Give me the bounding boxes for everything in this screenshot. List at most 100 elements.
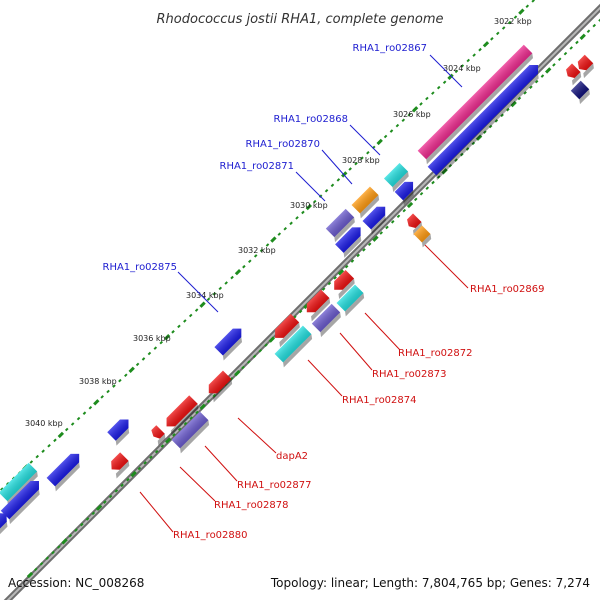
gene-ro02875[interactable] bbox=[212, 324, 248, 361]
tick-mark bbox=[575, 40, 579, 45]
gene-ro02868-cds[interactable] bbox=[393, 178, 421, 206]
tick-mark bbox=[199, 301, 206, 308]
tick-mark bbox=[472, 53, 476, 57]
gene-right-3[interactable] bbox=[569, 80, 592, 105]
gene-ro02868[interactable] bbox=[382, 162, 411, 192]
gene-label-ro02872[interactable]: RHA1_ro02872 bbox=[398, 348, 473, 359]
gene-label-ro02874[interactable]: RHA1_ro02874 bbox=[342, 395, 417, 406]
gene-ro02870-cds[interactable] bbox=[360, 203, 392, 235]
gene-ro02874[interactable] bbox=[269, 313, 302, 348]
gene-right-2[interactable] bbox=[573, 54, 596, 79]
gene-label-ro02877[interactable]: RHA1_ro02877 bbox=[237, 480, 312, 491]
tick-mark bbox=[61, 538, 68, 545]
gene-ro02878[interactable] bbox=[169, 411, 211, 454]
gene-ro02872-cds[interactable] bbox=[334, 284, 366, 317]
gene-ro02871[interactable] bbox=[324, 208, 357, 243]
gene-label-ro02868[interactable]: RHA1_ro02868 bbox=[274, 114, 349, 125]
gene-label-ro02870[interactable]: RHA1_ro02870 bbox=[246, 139, 321, 150]
gene-dapa2[interactable] bbox=[202, 370, 234, 403]
tick-mark bbox=[436, 85, 441, 90]
tick-mark bbox=[163, 334, 171, 341]
tick-mark bbox=[407, 113, 411, 117]
gene-left-5[interactable] bbox=[0, 509, 13, 536]
tick-mark bbox=[53, 438, 57, 443]
gene-ro02867[interactable] bbox=[416, 44, 536, 165]
tick-mark bbox=[259, 248, 264, 253]
tick-mark bbox=[321, 287, 326, 291]
tick-mark bbox=[437, 175, 441, 179]
tick-label-3040: 3040 kbp bbox=[25, 419, 63, 428]
tick-mark bbox=[466, 58, 471, 63]
tick-label-3038: 3038 kbp bbox=[79, 377, 117, 386]
tick-mark bbox=[0, 487, 4, 491]
tick-mark bbox=[212, 393, 217, 398]
tick-mark bbox=[344, 264, 349, 269]
tick-mark bbox=[552, 63, 556, 67]
tick-mark bbox=[540, 74, 545, 78]
tick-mark bbox=[230, 275, 234, 280]
gene-ro02877-small[interactable] bbox=[147, 425, 168, 446]
tick-mark bbox=[160, 444, 165, 448]
tick-mark bbox=[401, 118, 406, 122]
gene-ro02867-cds[interactable] bbox=[426, 61, 546, 181]
gene-ro02871-cds[interactable] bbox=[333, 223, 368, 258]
tick-mark bbox=[76, 416, 81, 421]
gene-left-1[interactable] bbox=[105, 415, 135, 446]
gene-ro02873-cds[interactable] bbox=[310, 303, 343, 338]
gene-ro02869[interactable] bbox=[402, 213, 424, 236]
tick-mark bbox=[224, 281, 228, 285]
gene-ro02870[interactable] bbox=[349, 186, 381, 219]
tick-mark bbox=[366, 150, 370, 155]
tick-mark bbox=[544, 67, 552, 74]
gene-ro02873[interactable] bbox=[300, 289, 332, 322]
tick-mark bbox=[534, 79, 539, 84]
tick-mark bbox=[411, 106, 419, 113]
tick-mark bbox=[448, 163, 453, 168]
gene-label-ro02871[interactable]: RHA1_ro02871 bbox=[220, 161, 295, 172]
tick-label-3022: 3022 kbp bbox=[494, 17, 532, 26]
tick-mark bbox=[305, 203, 313, 211]
tick-mark bbox=[91, 511, 96, 516]
gene-label-ro02875[interactable]: RHA1_ro02875 bbox=[103, 262, 178, 273]
gene-ro02872[interactable] bbox=[328, 269, 357, 299]
gene-label-ro02867[interactable]: RHA1_ro02867 bbox=[353, 43, 428, 54]
tick-label-3036: 3036 kbp bbox=[133, 334, 171, 343]
tick-mark bbox=[183, 421, 188, 426]
gene-label-ro02869[interactable]: RHA1_ro02869 bbox=[470, 284, 545, 295]
tick-mark bbox=[241, 365, 245, 370]
tick-mark bbox=[51, 550, 55, 555]
tick-mark bbox=[277, 232, 282, 236]
tick-mark bbox=[153, 346, 158, 350]
gene-ro02880[interactable] bbox=[105, 452, 131, 479]
tick-mark bbox=[431, 91, 435, 95]
tick-mark bbox=[183, 319, 187, 323]
tick-mark bbox=[385, 225, 389, 230]
tick-mark bbox=[478, 47, 482, 52]
gene-ro02869-cds[interactable] bbox=[411, 225, 433, 248]
gene-label-ro02878[interactable]: RHA1_ro02878 bbox=[214, 500, 289, 511]
gene-left-4[interactable] bbox=[0, 477, 46, 525]
tick-mark bbox=[264, 343, 268, 347]
tick-mark bbox=[154, 449, 159, 454]
gene-label-ro02880[interactable]: RHA1_ro02880 bbox=[173, 530, 248, 541]
tick-mark bbox=[454, 69, 459, 74]
tick-mark bbox=[135, 362, 140, 367]
gene-right-1[interactable] bbox=[561, 63, 583, 86]
gene-ro02874-cds[interactable] bbox=[272, 325, 314, 368]
tick-mark bbox=[120, 483, 124, 488]
tick-mark bbox=[354, 161, 358, 166]
tick-mark bbox=[356, 253, 360, 258]
gene-label-ro02873[interactable]: RHA1_ro02873 bbox=[372, 369, 447, 380]
tick-mark bbox=[88, 405, 93, 410]
tick-mark bbox=[126, 477, 130, 482]
tick-mark bbox=[268, 336, 276, 343]
tick-mark bbox=[396, 214, 401, 218]
gene-label-dapa2[interactable]: dapA2 bbox=[276, 451, 308, 462]
tick-mark bbox=[402, 208, 407, 213]
gene-ro02877[interactable] bbox=[160, 395, 200, 436]
gene-left-2[interactable] bbox=[44, 450, 86, 492]
tick-mark bbox=[419, 102, 423, 106]
tick-mark bbox=[490, 37, 494, 41]
tick-mark bbox=[330, 183, 335, 188]
tick-label-3024: 3024 kbp bbox=[443, 64, 481, 73]
